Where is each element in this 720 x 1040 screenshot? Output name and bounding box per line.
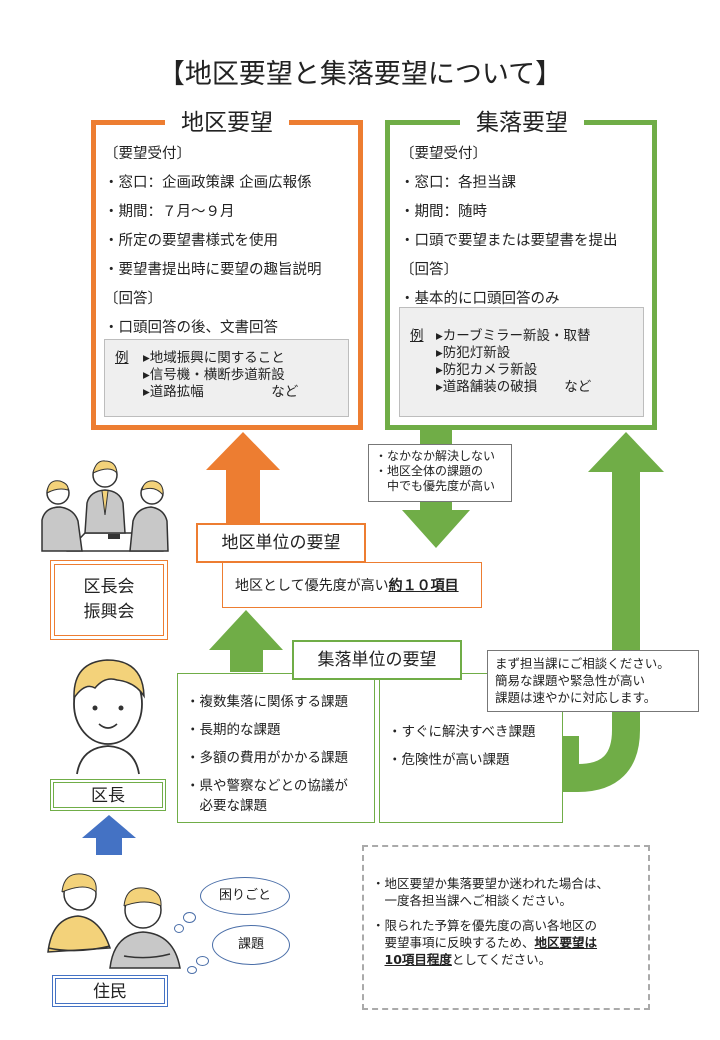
chiku-unit-text: 地区として優先度が高い — [235, 578, 389, 594]
council-label-2: 振興会 — [83, 602, 135, 622]
consult-line: 課題は速やかに対応します。 — [495, 690, 657, 705]
detail-line: ・窓口：各担当課 — [400, 175, 516, 191]
residents-illustration — [47, 873, 181, 969]
shuraku-unit-left-box: ・複数集落に関係する課題 ・長期的な課題 ・多額の費用がかかる課題 ・県や警察な… — [177, 673, 375, 823]
shuraku-example-box: 例 ▸カーブミラー新設・取替 ▸防犯灯新設 ▸防犯カメラ新設 ▸道路舗装の破損 … — [399, 307, 644, 417]
bottom-note-text: としてください。 — [451, 952, 552, 967]
example-item: ▸道路舗装の破損 など — [436, 379, 592, 395]
blue-up-arrow — [82, 815, 136, 855]
green-return-arrow — [551, 470, 640, 792]
bottom-note-emphasis: 10項目程度 — [384, 952, 452, 967]
shuraku-unit-label: 集落単位の要望 — [292, 640, 462, 680]
chiku-unit-label: 地区単位の要望 — [196, 523, 366, 563]
chiku-youbou-details: 〔要望受付〕 ・窓口：企画政策課 企画広報係 ・期間：７月～９月 ・所定の要望書… — [104, 140, 322, 343]
kucho-text: 区長 — [53, 782, 163, 808]
note-line: ・地区全体の課題の — [375, 464, 484, 478]
bottom-note-line: ・地区要望か集落要望か迷われた場合は、 — [372, 876, 609, 891]
detail-line: 〔要望受付〕 — [104, 146, 191, 162]
consult-line: まず担当課にご相談ください。 — [495, 656, 670, 671]
detail-line: ・要望書提出時に要望の趣旨説明 — [104, 262, 322, 278]
jumin-label: 住民 — [52, 975, 168, 1007]
detail-line: 〔回答〕 — [104, 291, 162, 307]
bottom-note-line: 一度各担当課へご相談ください。 — [372, 893, 573, 908]
priority-note: ・なかなか解決しない ・地区全体の課題の 中でも優先度が高い — [368, 444, 512, 502]
thought-bubble-dot — [174, 924, 184, 933]
consult-line: 簡易な課題や緊急性が高い — [495, 673, 646, 688]
shuraku-unit-item: ・すぐに解決すべき課題 — [388, 724, 536, 740]
example-item: ▸信号機・横断歩道新設 — [143, 367, 285, 383]
chiku-unit-count: 約１０項目 — [388, 578, 459, 594]
thought-bubble-dot — [183, 912, 196, 923]
thought-bubble-dot — [187, 966, 197, 974]
council-meeting-illustration — [41, 460, 169, 552]
green-return-arrowhead — [588, 432, 664, 472]
thought-bubble-trouble: 困りごと — [200, 877, 290, 915]
shuraku-unit-item: ・複数集落に関係する課題 — [186, 694, 348, 710]
chiku-unit-box: 地区として優先度が高い約１０項目 — [222, 562, 482, 608]
detail-line: ・期間：７月～９月 — [104, 204, 235, 220]
council-box: 区長会 振興会 — [50, 560, 168, 640]
kucho-label: 区長 — [50, 779, 166, 811]
example-label: 例 — [115, 350, 129, 366]
detail-line: ・口頭で要望または要望書を提出 — [400, 233, 618, 249]
example-item: ▸地域振興に関すること — [143, 350, 285, 366]
chiku-example-box: 例 ▸地域振興に関すること ▸信号機・横断歩道新設 ▸道路拡幅 など — [104, 339, 349, 417]
bottom-note: ・地区要望か集落要望か迷われた場合は、 一度各担当課へご相談ください。 ・限られ… — [362, 845, 650, 1010]
jumin-text: 住民 — [55, 978, 165, 1004]
detail-line: ・口頭回答の後、文書回答 — [104, 320, 278, 336]
kucho-person-illustration — [73, 659, 145, 775]
shuraku-youbou-heading: 集落要望 — [460, 103, 584, 136]
detail-line: 〔回答〕 — [400, 262, 458, 278]
bottom-note-emphasis: 地区要望は — [534, 935, 598, 950]
detail-line: ・期間：随時 — [400, 204, 487, 220]
shuraku-unit-item: ・多額の費用がかかる課題 — [186, 750, 348, 766]
council-label-1: 区長会 — [83, 577, 135, 597]
orange-up-arrow — [206, 432, 280, 525]
bottom-note-line: ・限られた予算を優先度の高い各地区の — [372, 918, 598, 933]
note-line: 中でも優先度が高い — [375, 479, 496, 493]
thought-bubble-dot — [196, 956, 209, 966]
example-item: ▸防犯灯新設 — [436, 345, 511, 361]
consult-note: まず担当課にご相談ください。 簡易な課題や緊急性が高い 課題は速やかに対応します… — [487, 650, 699, 712]
page-title: 【地区要望と集落要望について】 — [157, 59, 563, 90]
shuraku-unit-item: ・長期的な課題 — [186, 722, 281, 738]
shuraku-unit-item: 必要な課題 — [186, 798, 267, 814]
chiku-youbou-heading: 地区要望 — [165, 103, 289, 136]
thought-bubble-issue: 課題 — [212, 925, 290, 965]
green-up-arrow — [209, 610, 283, 672]
bottom-note-text: 要望事項に反映するため、 — [372, 935, 535, 950]
detail-line: ・窓口：企画政策課 企画広報係 — [104, 175, 312, 191]
shuraku-youbou-details: 〔要望受付〕 ・窓口：各担当課 ・期間：随時 ・口頭で要望または要望書を提出 〔… — [400, 140, 618, 314]
note-line: ・なかなか解決しない — [375, 449, 496, 463]
example-item: ▸道路拡幅 など — [143, 384, 299, 400]
detail-line: ・基本的に口頭回答のみ — [400, 291, 560, 307]
shuraku-unit-item: ・危険性が高い課題 — [388, 752, 510, 768]
example-item: ▸カーブミラー新設・取替 — [436, 328, 591, 344]
shuraku-unit-item: ・県や警察などとの協議が — [186, 778, 348, 794]
example-label: 例 — [410, 328, 424, 344]
detail-line: 〔要望受付〕 — [400, 146, 487, 162]
detail-line: ・所定の要望書様式を使用 — [104, 233, 278, 249]
example-item: ▸防犯カメラ新設 — [436, 362, 538, 378]
